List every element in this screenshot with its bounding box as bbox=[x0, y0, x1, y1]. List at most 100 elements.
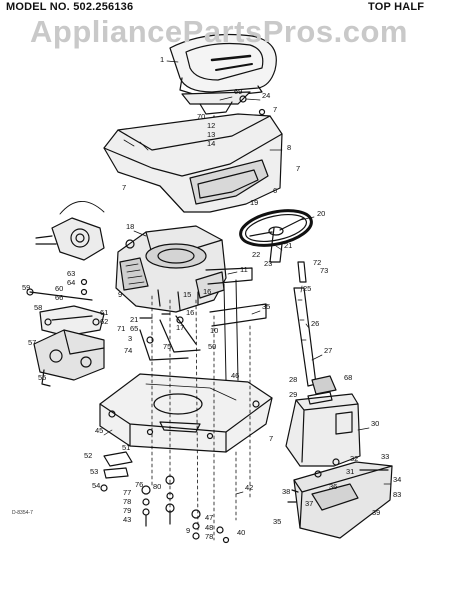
part-callout-c74: 74 bbox=[124, 346, 132, 355]
part-callout-c11: 11 bbox=[240, 265, 248, 274]
part-callout-c14: 14 bbox=[207, 139, 215, 148]
part-callout-c7d: 7 bbox=[269, 434, 273, 443]
part-callout-c47: 47 bbox=[205, 513, 213, 522]
part-callout-c7a: 7 bbox=[273, 105, 277, 114]
part-callout-c50: 50 bbox=[208, 342, 216, 351]
part-callout-c79: 79 bbox=[123, 506, 131, 515]
part-callout-c25: 25 bbox=[303, 284, 311, 293]
part-callout-c39: 39 bbox=[372, 508, 380, 517]
part-callout-c62: 62 bbox=[100, 317, 108, 326]
part-callout-c73: 73 bbox=[320, 266, 328, 275]
transaxle-bracket bbox=[33, 329, 105, 387]
part-callout-c63: 63 bbox=[67, 269, 75, 278]
part-callout-c9b: 9 bbox=[186, 526, 190, 535]
part-callout-c17: 17 bbox=[176, 323, 184, 332]
part-callout-c19: 19 bbox=[250, 198, 258, 207]
steering-pedestal bbox=[285, 375, 361, 467]
part-callout-c30: 30 bbox=[371, 419, 379, 428]
part-callout-c38: 38 bbox=[282, 487, 290, 496]
engine bbox=[115, 225, 227, 313]
part-callout-c60: 60 bbox=[55, 284, 63, 293]
part-callout-c52: 52 bbox=[84, 451, 92, 460]
part-callout-c80: 80 bbox=[153, 482, 161, 491]
front-hood bbox=[287, 458, 393, 539]
part-callout-c10: 10 bbox=[210, 326, 218, 335]
part-callout-c69: 69 bbox=[234, 87, 242, 96]
part-callout-c53: 53 bbox=[90, 467, 98, 476]
part-callout-c8: 8 bbox=[287, 143, 291, 152]
linkage-rods bbox=[139, 313, 201, 361]
bottom-hardware bbox=[100, 451, 230, 544]
part-callout-c18: 18 bbox=[126, 222, 134, 231]
part-callout-c28: 28 bbox=[289, 375, 297, 384]
part-callout-c40: 40 bbox=[237, 528, 245, 537]
part-callout-c77: 77 bbox=[123, 488, 131, 497]
part-callout-c1: 1 bbox=[160, 55, 164, 64]
part-callout-c7b: 7 bbox=[296, 164, 300, 173]
part-callout-c21a: 21 bbox=[284, 241, 292, 250]
part-callout-c61: 61 bbox=[100, 308, 108, 317]
part-callout-c20: 20 bbox=[317, 209, 325, 218]
part-callout-c36: 36 bbox=[329, 482, 337, 491]
section-label: TOP HALF bbox=[368, 1, 425, 13]
part-callout-c6: 6 bbox=[273, 186, 277, 195]
part-callout-c3: 3 bbox=[128, 334, 132, 343]
leader-lines bbox=[103, 60, 392, 495]
part-callout-c7c: 7 bbox=[122, 183, 126, 192]
part-callout-c45: 45 bbox=[95, 426, 103, 435]
dash-assembly bbox=[35, 201, 105, 261]
part-callout-c57: 57 bbox=[28, 338, 36, 347]
part-callout-c51: 51 bbox=[122, 443, 130, 452]
part-callout-c55: 55 bbox=[38, 373, 46, 382]
part-callout-c75: 75 bbox=[163, 342, 171, 351]
model-number: MODEL NO. 502.256136 bbox=[6, 1, 134, 13]
corner-code: D-8354-7 bbox=[12, 510, 33, 516]
fender-body bbox=[103, 113, 283, 213]
part-callout-c83: 83 bbox=[393, 490, 401, 499]
assembly-guide-lines bbox=[151, 295, 251, 541]
part-callout-c22: 22 bbox=[252, 250, 260, 259]
part-callout-c43: 43 bbox=[123, 515, 131, 524]
part-callout-c31: 31 bbox=[346, 467, 354, 476]
chassis-frame bbox=[99, 373, 273, 453]
part-callout-c68: 68 bbox=[344, 373, 352, 382]
part-callout-c59: 59 bbox=[22, 283, 30, 292]
part-callout-c46: 46 bbox=[231, 371, 239, 380]
part-callout-c78a: 78 bbox=[123, 497, 131, 506]
part-callout-c42: 42 bbox=[245, 483, 253, 492]
part-callout-c37: 37 bbox=[305, 499, 313, 508]
part-callout-c54: 54 bbox=[92, 481, 100, 490]
part-callout-c35: 35 bbox=[262, 302, 270, 311]
lift-lever bbox=[26, 278, 105, 337]
part-callout-c29: 29 bbox=[289, 390, 297, 399]
part-callout-c15: 15 bbox=[183, 290, 191, 299]
part-callout-c16b: 16 bbox=[186, 308, 194, 317]
part-callout-c35b: 35 bbox=[273, 517, 281, 526]
part-callout-c21b: 21 bbox=[130, 315, 138, 324]
part-callout-c72: 72 bbox=[313, 258, 321, 267]
part-callout-c24: 24 bbox=[262, 91, 270, 100]
part-callout-c27: 27 bbox=[324, 346, 332, 355]
part-callout-c33: 33 bbox=[381, 452, 389, 461]
part-callout-c26: 26 bbox=[311, 319, 319, 328]
part-callout-c78b: 78 bbox=[205, 532, 213, 541]
part-callout-c58: 58 bbox=[34, 303, 42, 312]
part-callout-c12: 12 bbox=[207, 121, 215, 130]
part-callout-c16a: 16 bbox=[203, 287, 211, 296]
part-callout-c48: 48 bbox=[205, 523, 213, 532]
part-callout-c66: 66 bbox=[55, 293, 63, 302]
part-callout-c34: 34 bbox=[393, 475, 401, 484]
part-callout-c70: 70 bbox=[197, 112, 205, 121]
seat bbox=[169, 33, 277, 99]
part-callout-c13: 13 bbox=[207, 130, 215, 139]
part-callout-c65: 65 bbox=[130, 324, 138, 333]
part-callout-c32: 32 bbox=[350, 454, 358, 463]
part-callout-c9: 9 bbox=[118, 290, 122, 299]
part-callout-c71: 71 bbox=[117, 324, 125, 333]
part-callout-c23: 23 bbox=[264, 259, 272, 268]
part-callout-c64: 64 bbox=[67, 278, 75, 287]
watermark: AppliancePartsPros.com bbox=[30, 14, 408, 49]
